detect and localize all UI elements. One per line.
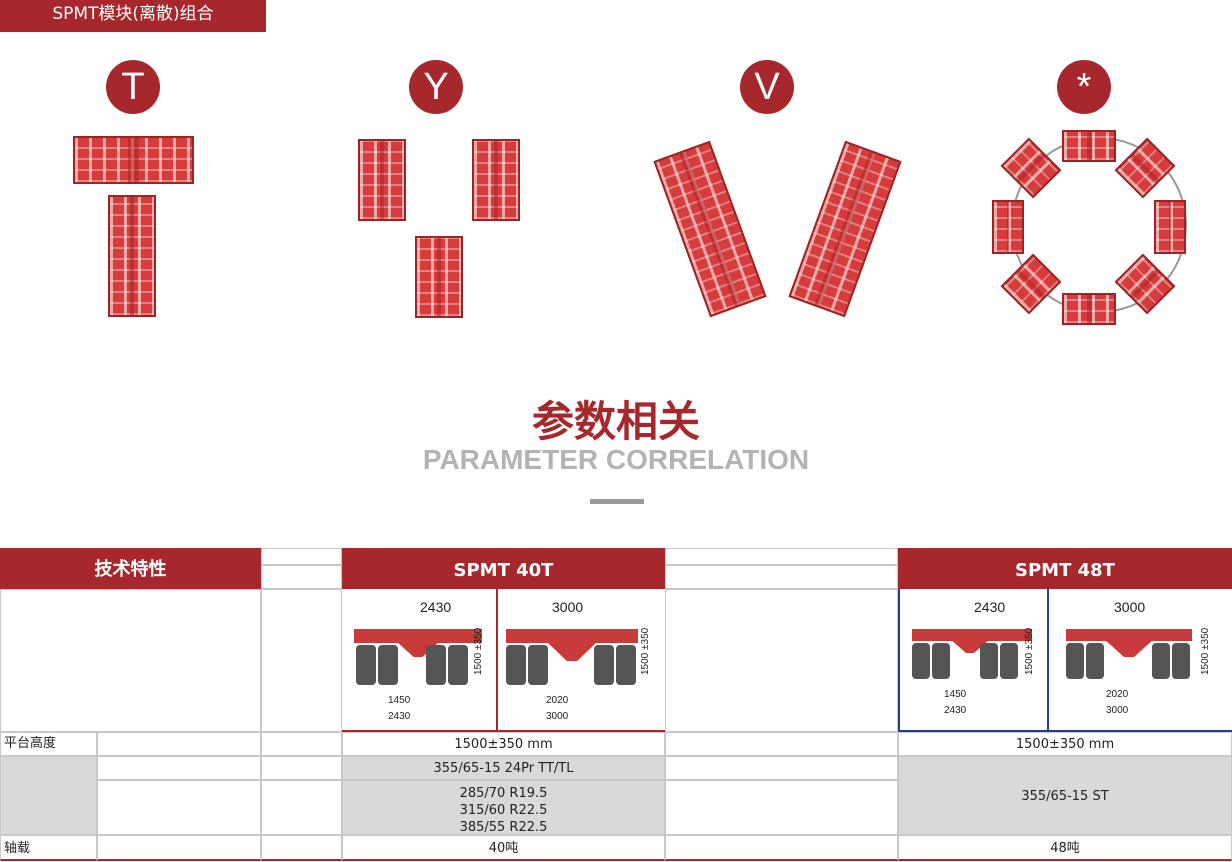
blank-cell xyxy=(261,780,342,835)
tire-spec-line: 385/55 R22.5 xyxy=(459,820,548,835)
combo-y-badge: Y xyxy=(409,60,463,114)
spmt-module xyxy=(358,139,406,221)
combo-v-badge: V xyxy=(740,60,794,114)
blank-cell xyxy=(97,756,261,780)
dim-width-top: 3000 xyxy=(1114,599,1146,615)
tire-spec-48t: 355/65-15 ST xyxy=(898,756,1232,835)
spmt-module xyxy=(653,140,767,318)
tire-spec-line: 315/60 R22.5 xyxy=(459,803,548,818)
diagram-cell-48t: 2430 1500 ±350 1450 2430 3000 1500 ±350 … xyxy=(898,589,1232,732)
blank-cell xyxy=(665,756,898,780)
blank-cell xyxy=(0,589,261,732)
blank-cell xyxy=(261,756,342,780)
axle-diagram: 2430 1500 ±350 1450 2430 xyxy=(348,593,493,727)
axle-load-40t: 40吨 xyxy=(342,835,665,861)
section-title-cn: 参数相关 xyxy=(531,397,700,446)
platform-height-48t: 1500±350 mm xyxy=(898,732,1232,756)
dim-inner: 2020 xyxy=(546,695,569,706)
section-title-en: PARAMETER CORRELATION xyxy=(422,444,810,475)
axle-diagram: 3000 1500 ±350 2020 3000 xyxy=(502,593,652,727)
axle-diagram: 2430 1500 ±350 1450 2430 xyxy=(906,593,1044,727)
platform-height-40t: 1500±350 mm xyxy=(342,732,665,756)
col-header-tech: 技术特性 xyxy=(0,548,261,589)
dim-width-top: 2430 xyxy=(420,599,452,615)
blank-cell xyxy=(97,835,261,861)
dim-height: 1500 ±350 xyxy=(1024,627,1035,675)
dim-height: 1500 ±350 xyxy=(640,627,651,675)
dim-outer: 2430 xyxy=(388,711,411,722)
diagram-cell-40t: 2430 1500 ±350 1450 2430 3000 1500 ±350 … xyxy=(342,589,665,732)
dim-height: 1500 ±350 xyxy=(1200,627,1211,675)
dim-outer: 2430 xyxy=(944,705,967,716)
blank-cell xyxy=(665,548,898,565)
blank-cell xyxy=(97,780,261,835)
tire-spec-line: 285/70 R19.5 xyxy=(459,786,548,801)
spmt-module xyxy=(1062,130,1116,162)
blank-cell xyxy=(665,565,898,589)
model-header-40t: SPMT 40T xyxy=(342,548,665,589)
title-divider xyxy=(590,499,644,504)
blank-cell xyxy=(665,780,898,835)
dim-inner: 1450 xyxy=(388,695,411,706)
blank-cell xyxy=(261,548,342,565)
spmt-module xyxy=(73,136,194,184)
blank-cell xyxy=(665,589,898,732)
blank-cell xyxy=(665,835,898,861)
blank-cell xyxy=(97,732,261,756)
dim-width-top: 3000 xyxy=(552,599,584,615)
row-label-axle-load: 轴载 xyxy=(0,835,97,861)
dim-inner: 2020 xyxy=(1106,689,1129,700)
dim-width-top: 2430 xyxy=(974,599,1006,615)
spmt-module xyxy=(415,236,463,318)
combo-star-badge: * xyxy=(1057,60,1111,114)
spmt-module xyxy=(1062,293,1116,325)
dim-inner: 1450 xyxy=(944,689,967,700)
row-label-tires xyxy=(0,756,97,835)
blank-cell xyxy=(261,565,342,589)
dim-height: 1500 ±350 xyxy=(473,627,484,675)
tire-spec-40t-b: 285/70 R19.5 315/60 R22.5 385/55 R22.5 xyxy=(342,780,665,835)
spmt-module xyxy=(788,140,902,318)
spmt-module xyxy=(1154,200,1186,254)
blank-cell xyxy=(261,732,342,756)
blank-cell xyxy=(261,835,342,861)
dim-outer: 3000 xyxy=(1106,705,1129,716)
axle-load-48t: 48吨 xyxy=(898,835,1232,861)
spmt-module xyxy=(108,195,156,317)
blank-cell xyxy=(665,732,898,756)
spmt-module xyxy=(472,139,520,221)
dim-outer: 3000 xyxy=(546,711,569,722)
row-label-platform-height: 平台高度 xyxy=(0,732,97,756)
spmt-module xyxy=(992,200,1024,254)
blank-cell xyxy=(261,589,342,732)
combo-t-badge: T xyxy=(106,60,160,114)
axle-diagram: 3000 1500 ±350 2020 3000 xyxy=(1056,593,1216,727)
model-header-48t: SPMT 48T xyxy=(898,548,1232,589)
section-tab: SPMT模块(离散)组合 xyxy=(0,0,266,32)
tire-spec-40t-a: 355/65-15 24Pr TT/TL xyxy=(342,756,665,780)
